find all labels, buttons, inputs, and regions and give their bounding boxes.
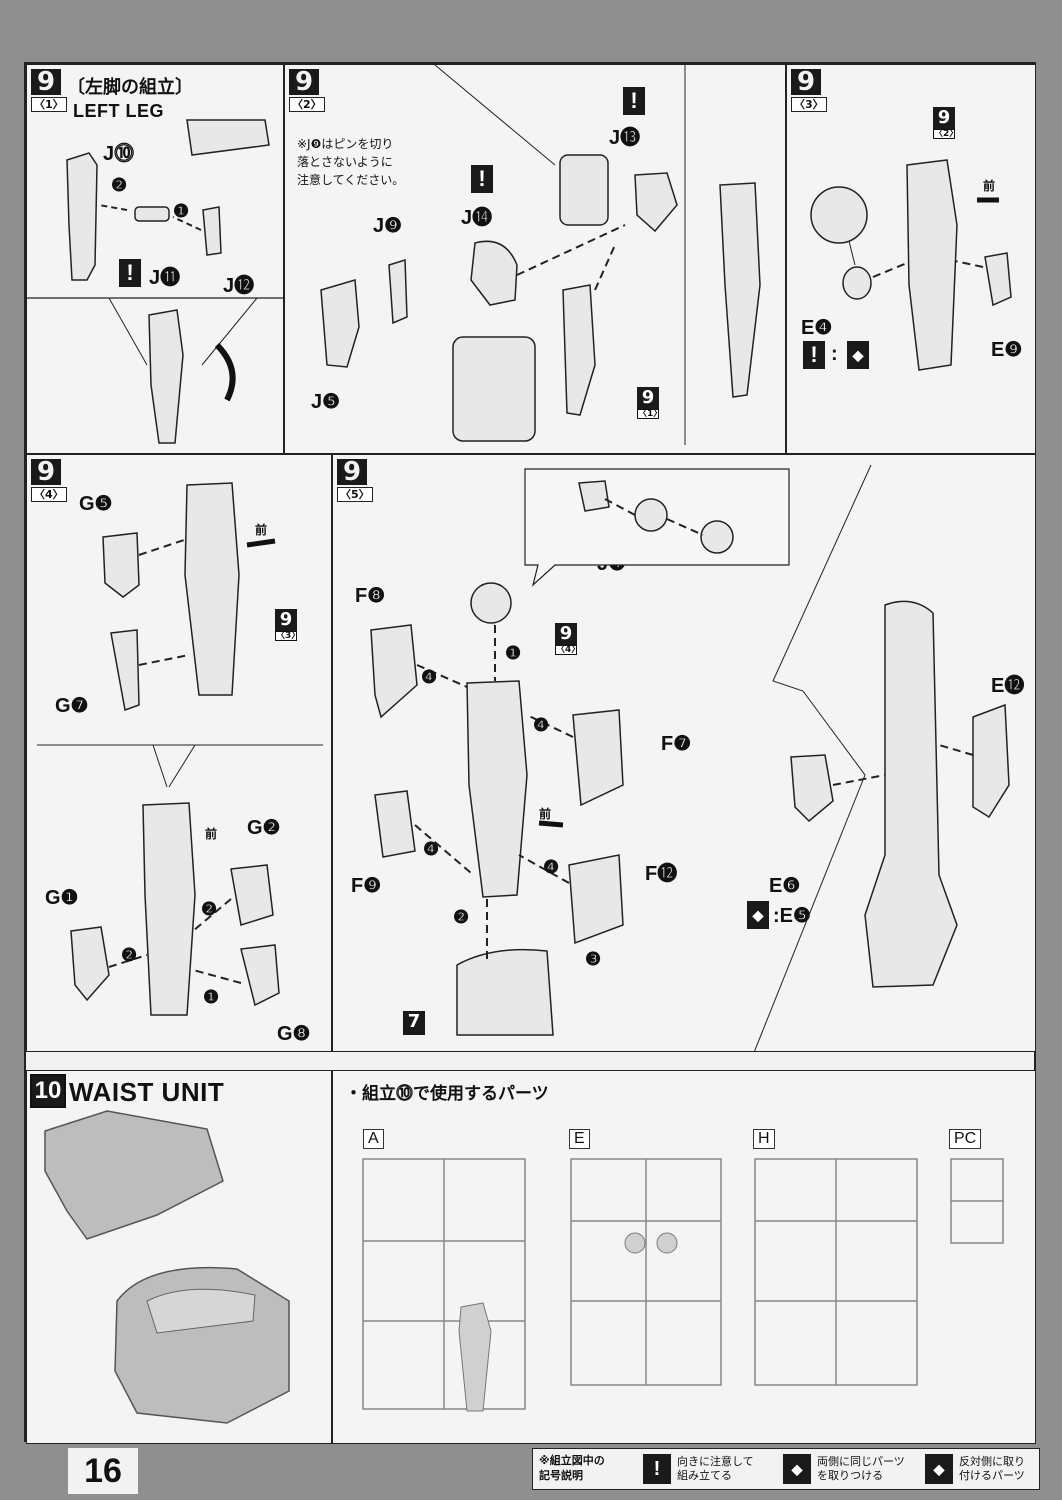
part-label-e12: E⓬ (991, 675, 1025, 697)
order-4: ❹ (423, 839, 440, 859)
order-2: ❷ (201, 899, 218, 919)
legend-caption: ※組立図中の 記号説明 (539, 1454, 605, 1482)
caution-icon: ! (803, 341, 825, 369)
step-number: 9 (337, 459, 367, 485)
order-4: ❹ (533, 715, 550, 735)
opposite-side-icon: ◆ (747, 901, 769, 929)
step-title-en: LEFT LEG (73, 101, 164, 121)
ref-step-badge: 9〈4〉 (555, 623, 581, 655)
legend-text: 両側に同じパーツ を取りつける (817, 1455, 905, 1482)
opposite-side-icon: ◆ (925, 1454, 953, 1484)
both-sides-icon: ◆ (847, 341, 869, 369)
both-sides-icon: ◆ (783, 1454, 811, 1484)
leg-assembly-drawing (370, 464, 1010, 1051)
runner-diagrams (362, 1158, 1004, 1412)
part-label-j5: J❺ (311, 391, 341, 413)
order-1: ❶ (203, 987, 220, 1007)
shin-parts-drawing (37, 482, 323, 1016)
part-label-j9: J❾ (373, 215, 403, 237)
part-label-e4: E❹ (801, 317, 833, 339)
step-title-jp: 〔左脚の組立〕 (67, 77, 193, 98)
part-label-j13: J⓭ (609, 127, 641, 149)
part-label-j14: J⓮ (461, 207, 493, 229)
front-direction-label: 前 (255, 523, 268, 537)
caution-icon: ! (623, 87, 645, 115)
front-direction-label: 前 (983, 179, 996, 193)
step10-number: 10 (30, 1074, 66, 1108)
step-number: 9 (31, 459, 61, 485)
order-2: ❷ (121, 945, 138, 965)
step-number: 9 (289, 69, 319, 95)
substep-label: 〈3〉 (791, 97, 827, 112)
part-label-f8: F❽ (355, 585, 386, 607)
front-direction-label: 前 (539, 807, 552, 821)
substep-label: 〈5〉 (337, 487, 373, 502)
panel-step10-parts: ・組立⓾で使用するパーツ A E H PC (332, 1070, 1036, 1444)
order-4: ❹ (421, 667, 438, 687)
order-2: ❷ (453, 907, 470, 927)
substep-label: 〈4〉 (31, 487, 67, 502)
ref-step-badge: 9〈1〉 (637, 387, 663, 419)
runner-label-pc: PC (949, 1129, 982, 1149)
substep-label: 〈2〉 (289, 97, 325, 112)
step-number: 9 (791, 69, 821, 95)
knee-parts-drawing (320, 65, 761, 445)
step10-title: WAIST UNIT (69, 1077, 225, 1107)
panel-step9-3: 9 〈3〉 9〈2〉 前 E❹ E❾ ! : ◆ (786, 64, 1036, 454)
legend-text: 反対側に取り 付けるパーツ (959, 1455, 1025, 1482)
part-label-g2: G❷ (247, 817, 281, 839)
ref-step-badge: 9〈2〉 (933, 107, 959, 139)
separator-colon: : (831, 343, 838, 365)
assembly-drawing (810, 159, 1012, 371)
parts-heading: ・組立⓾で使用するパーツ (345, 1084, 549, 1104)
substep-label: 〈1〉 (31, 97, 67, 112)
page-number: 16 (68, 1448, 138, 1494)
panel-step10-waist: WAIST UNIT (26, 1070, 332, 1444)
part-label-j10: J⓾ (103, 143, 135, 165)
panel-step9-5: 9 〈5〉 F❹ J❹ J❸ F❽ F❼ F❾ F⓬ E⓬ E❻ ◆ :E❺ 前… (332, 454, 1036, 1052)
panel-step9-4: 9 〈4〉 G❺ G❼ 前 9〈3〉 G❷ G❶ G❽ 前 ❷ ❷ ❶ (26, 454, 332, 1052)
part-label-e5: :E❺ (773, 905, 811, 927)
panel-step9-2: 9 〈2〉 ※J❾はピンを切り 落とさないように 注意してください。 J❾ J❺… (284, 64, 786, 454)
part-label-f9: F❾ (351, 875, 382, 897)
order-4: ❹ (543, 857, 560, 877)
part-label-f12: F⓬ (645, 863, 678, 885)
step-number: 9 (31, 69, 61, 95)
part-label-j11: J⓫ (149, 267, 181, 289)
ref-step-7-badge: 7 (403, 1011, 425, 1035)
part-label-g1: G❶ (45, 887, 79, 909)
part-label-e9: E❾ (991, 339, 1023, 361)
panel-step9-1: 9 〈1〉 〔左脚の組立〕 LEFT LEG J⓾ J⓫ J⓬ ! ❷ ❶ (26, 64, 284, 454)
waist-unit-drawing (44, 1110, 290, 1424)
caution-icon: ! (471, 165, 493, 193)
part-label-e6: E❻ (769, 875, 801, 897)
caution-icon: ! (643, 1454, 671, 1484)
front-direction-label: 前 (205, 827, 218, 841)
part-label-j12: J⓬ (223, 275, 255, 297)
order-2: ❷ (111, 175, 128, 195)
legend-text: 向きに注意して 組み立てる (677, 1455, 754, 1482)
part-label-g5: G❺ (79, 493, 113, 515)
runner-label-h: H (753, 1129, 775, 1149)
symbol-legend: ※組立図中の 記号説明 ! 向きに注意して 組み立てる ◆ 両側に同じパーツ を… (532, 1448, 1040, 1490)
order-1: ❶ (505, 643, 522, 663)
ref-step-badge: 9〈3〉 (275, 609, 301, 641)
caution-note: ※J❾はピンを切り 落とさないように 注意してください。 (297, 137, 405, 187)
caution-icon: ! (119, 259, 141, 287)
order-3: ❸ (585, 949, 602, 969)
order-1: ❶ (173, 201, 190, 221)
runner-label-e: E (569, 1129, 590, 1149)
part-label-g7: G❼ (55, 695, 89, 717)
part-label-f7: F❼ (661, 733, 692, 755)
part-label-g8: G❽ (277, 1023, 311, 1045)
runner-label-a: A (363, 1129, 384, 1149)
leg-parts-drawing (27, 119, 283, 444)
